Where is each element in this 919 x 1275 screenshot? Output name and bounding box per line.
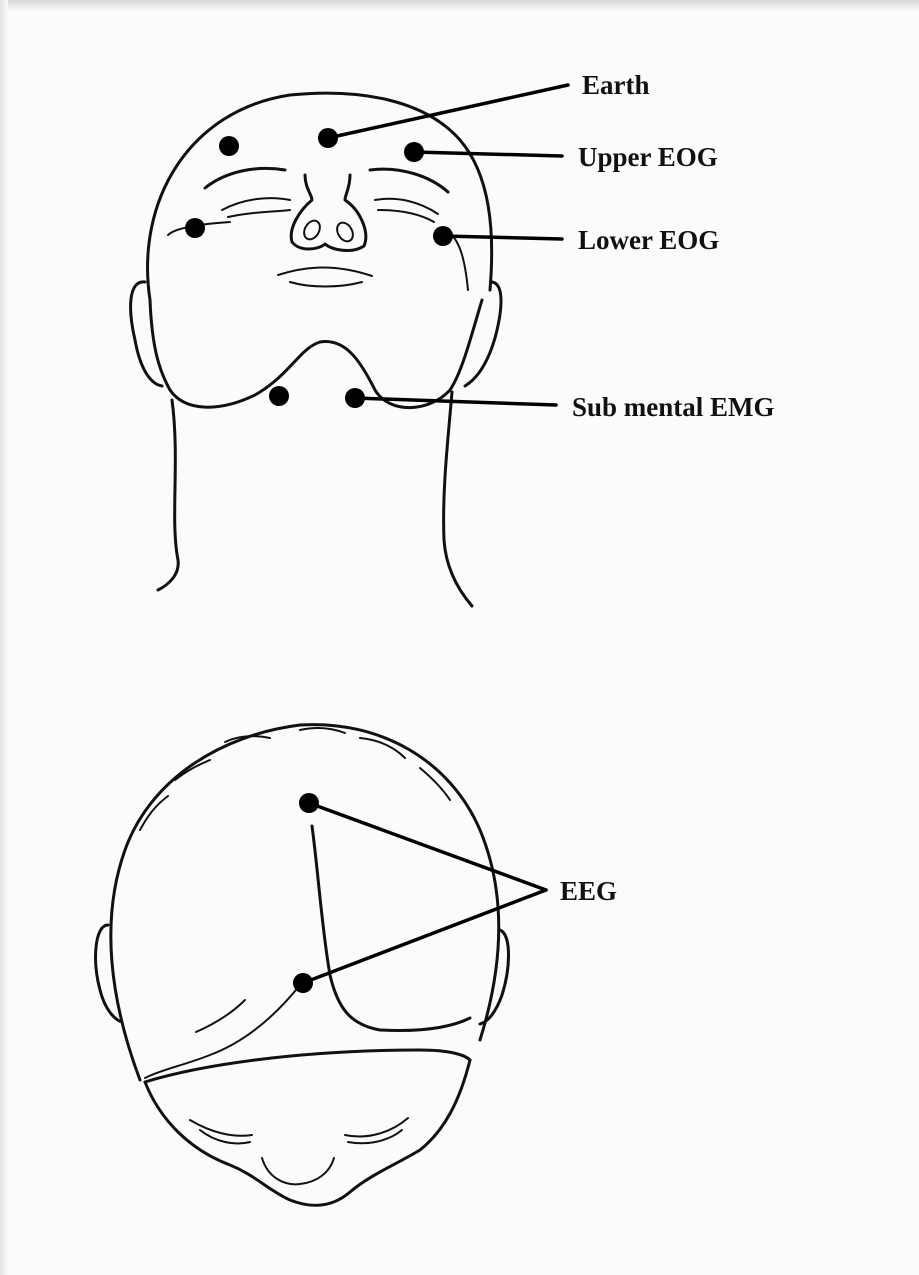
top-left-eye xyxy=(190,1120,252,1144)
right-nostril xyxy=(334,220,356,244)
top-nose xyxy=(262,1158,334,1184)
left-cheek xyxy=(150,300,320,407)
upper-eog-leader-line xyxy=(414,152,562,156)
left-ear xyxy=(131,282,162,386)
label-eeg: EEG xyxy=(560,878,617,905)
head-outline xyxy=(148,93,492,300)
front-view-head xyxy=(131,93,501,606)
left-eyebrow xyxy=(205,168,285,188)
chin-left-electrode xyxy=(269,386,289,406)
eeg-lower-leader-line xyxy=(303,890,546,983)
left-nostril xyxy=(301,218,323,242)
label-lower-eog: Lower EOG xyxy=(578,227,719,254)
forehead-left-electrode xyxy=(219,136,239,156)
neck-right xyxy=(444,392,472,606)
left-eye xyxy=(222,198,290,217)
right-eyebrow xyxy=(370,169,448,192)
right-eye xyxy=(375,199,438,222)
label-earth: Earth xyxy=(582,72,650,99)
top-right-eye xyxy=(345,1118,408,1143)
hair-strokes-top xyxy=(140,728,450,830)
label-submental-emg: Sub mental EMG xyxy=(572,394,775,421)
nose xyxy=(291,175,366,250)
neck-left xyxy=(158,400,178,590)
label-upper-eog: Upper EOG xyxy=(578,144,718,171)
right-cheek xyxy=(320,300,482,408)
eeg-upper-leader-line xyxy=(309,803,546,890)
lower-eog-leader-line xyxy=(443,236,562,239)
forehead-line xyxy=(145,1050,470,1082)
left-eog-electrode xyxy=(185,218,205,238)
mouth xyxy=(278,268,372,287)
